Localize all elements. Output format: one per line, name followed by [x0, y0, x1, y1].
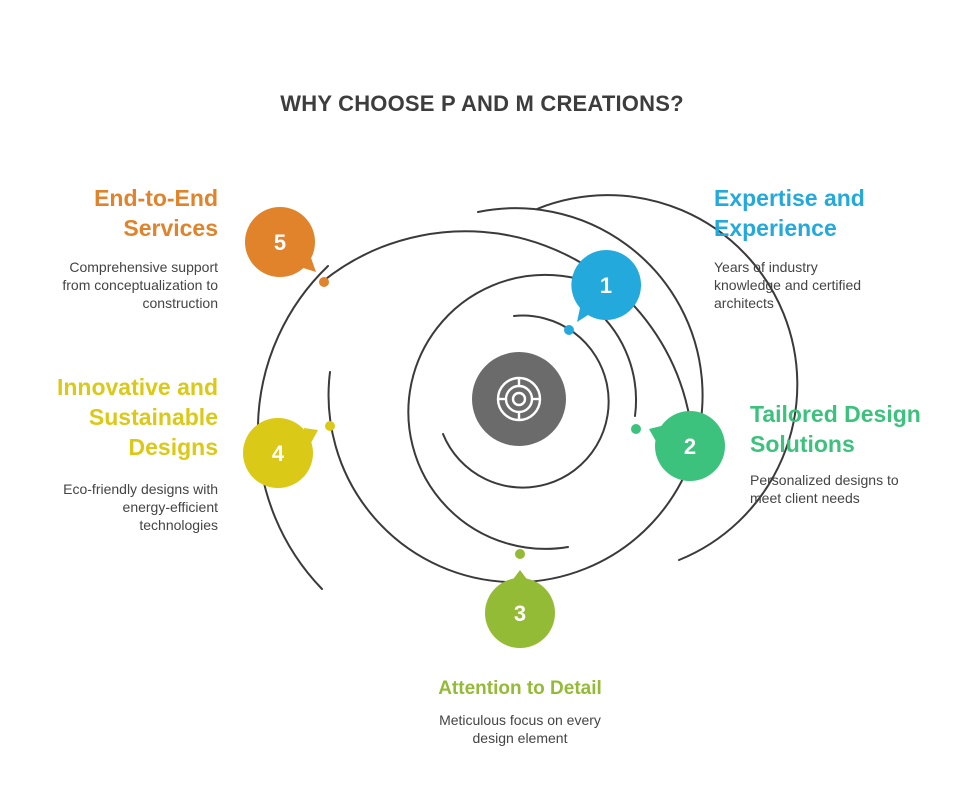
badge-2: 2: [649, 411, 725, 481]
ring-5: [321, 230, 691, 421]
badge-number-2: 2: [684, 434, 696, 459]
connector-dot-2: [631, 424, 641, 434]
ring-4: [536, 194, 799, 561]
item-2-description: Personalized designs to meet client need…: [750, 472, 899, 506]
labyrinth-icon: [472, 352, 566, 446]
badge-number-5: 5: [274, 230, 286, 255]
badge-3: 3: [485, 570, 555, 648]
connector-dot-1: [564, 325, 574, 335]
item-4-description: Eco-friendly designs with energy-efficie…: [63, 481, 218, 533]
item-4-heading: Innovative and Sustainable Designs: [56, 374, 218, 460]
badge-5: 5: [245, 207, 316, 277]
ring-3: [327, 207, 704, 584]
badge-number-4: 4: [272, 441, 285, 466]
badge-number-1: 1: [600, 273, 612, 298]
connector-dot-3: [515, 549, 525, 559]
item-2-heading: Tailored Design Solutions: [750, 401, 921, 457]
item-1-heading: Expertise and Experience: [714, 185, 865, 241]
item-3-description: Meticulous focus on every design element: [439, 712, 601, 746]
ring-2: [594, 308, 637, 417]
ring-2b: [407, 273, 621, 550]
connector-dot-5: [319, 277, 329, 287]
item-3-heading: Attention to Detail: [438, 678, 602, 699]
item-5-description: Comprehensive support from conceptualiza…: [62, 259, 218, 311]
badge-4: 4: [243, 418, 318, 488]
item-1-description: Years of industry knowledge and certifie…: [714, 259, 862, 311]
item-5-heading: End-to-End Services: [94, 185, 218, 241]
badge-1: 1: [571, 250, 642, 322]
badge-number-3: 3: [514, 601, 526, 626]
diagram-title: WHY CHOOSE P AND M CREATIONS?: [280, 91, 684, 116]
connector-dot-4: [325, 421, 335, 431]
